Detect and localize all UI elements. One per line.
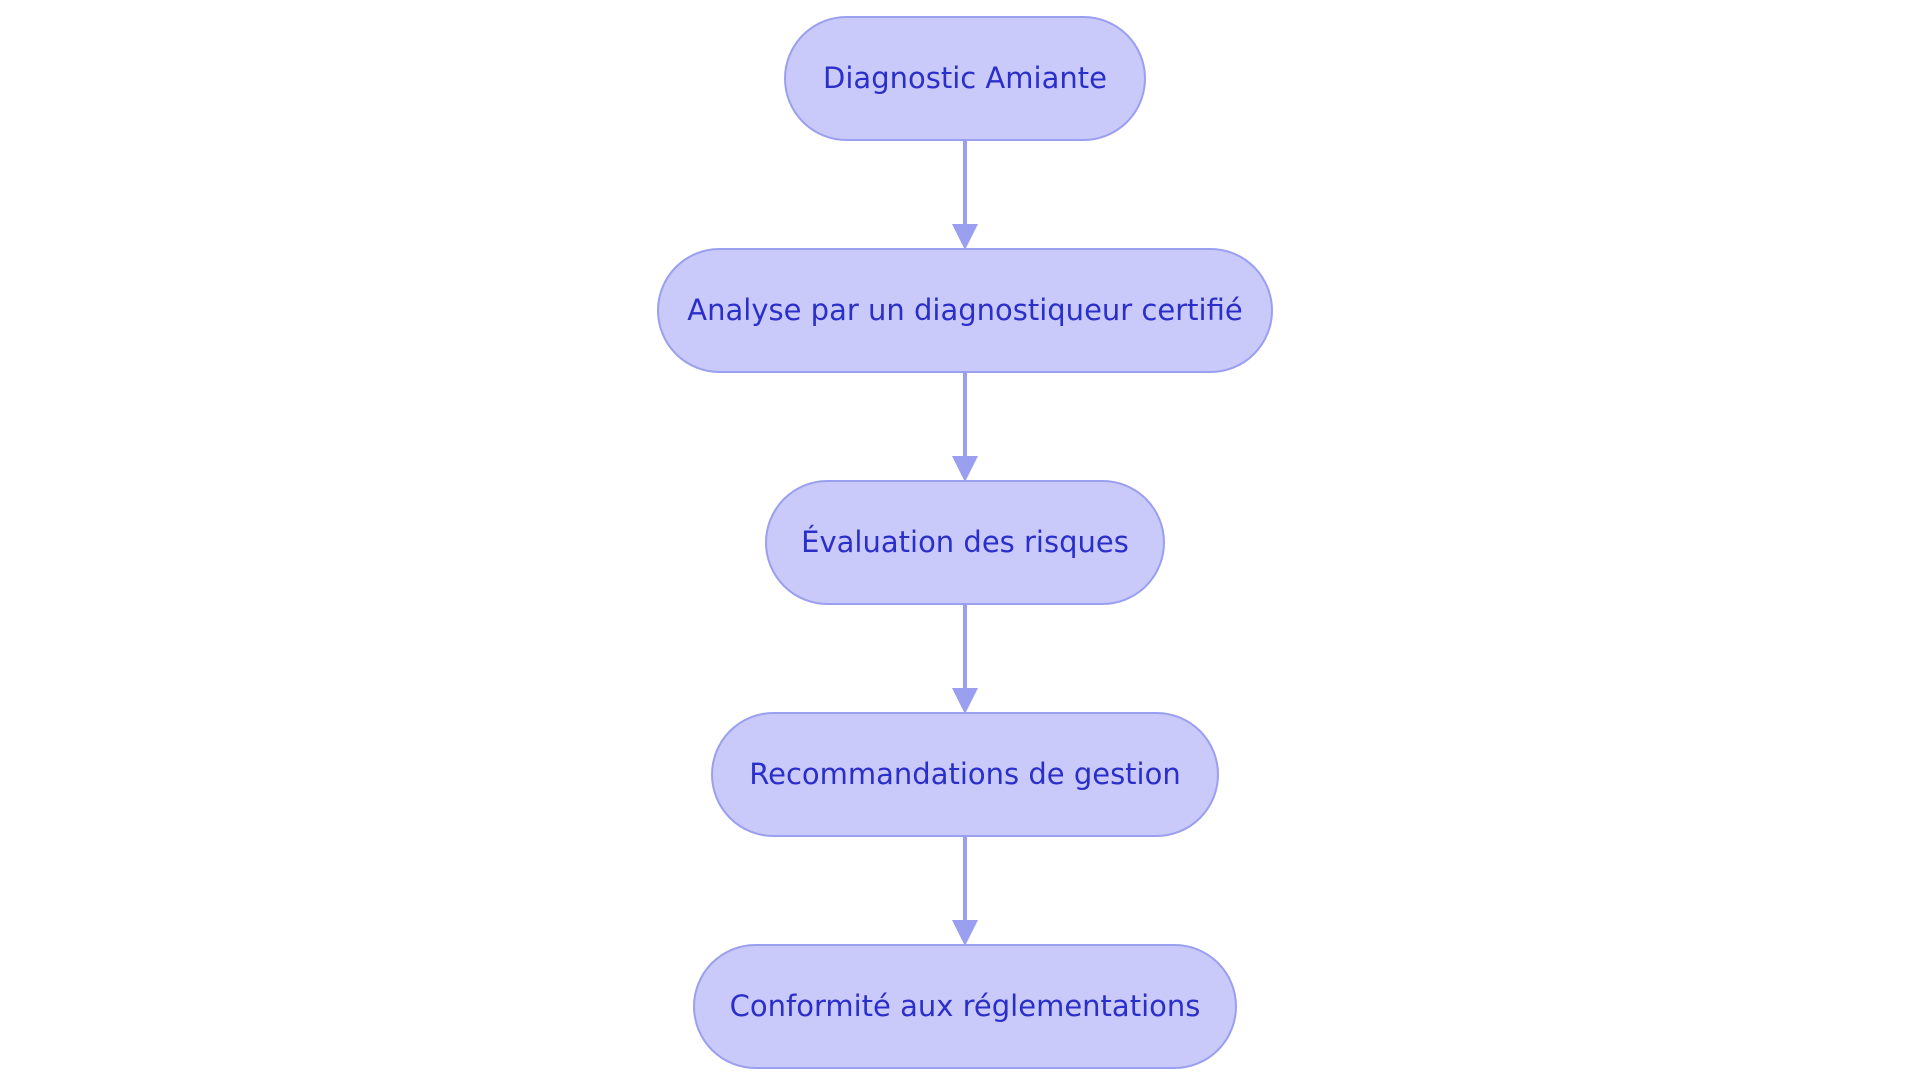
node-label: Diagnostic Amiante bbox=[823, 61, 1107, 95]
nodes: Diagnostic Amiante Analyse par un diagno… bbox=[657, 16, 1273, 1069]
node-analyse-diagnostiqueur[interactable]: Analyse par un diagnostiqueur certifié bbox=[657, 248, 1273, 373]
edge-n3-n4 bbox=[952, 836, 978, 946]
node-shape bbox=[657, 248, 1273, 373]
node-label: Évaluation des risques bbox=[801, 525, 1129, 559]
node-conformite-reglementations[interactable]: Conformité aux réglementations bbox=[693, 944, 1237, 1069]
node-evaluation-risques[interactable]: Évaluation des risques bbox=[765, 480, 1165, 605]
edge-n2-n3 bbox=[952, 604, 978, 714]
arrowhead-icon bbox=[952, 688, 978, 714]
node-label: Analyse par un diagnostiqueur certifié bbox=[687, 293, 1242, 327]
node-shape bbox=[765, 480, 1165, 605]
node-shape bbox=[784, 16, 1146, 141]
node-recommandations-gestion[interactable]: Recommandations de gestion bbox=[711, 712, 1219, 837]
edge-n0-n1 bbox=[952, 140, 978, 250]
arrowhead-icon bbox=[952, 224, 978, 250]
edges bbox=[952, 140, 978, 946]
arrowhead-icon bbox=[952, 920, 978, 946]
node-diagnostic-amiante[interactable]: Diagnostic Amiante bbox=[784, 16, 1146, 141]
node-label: Recommandations de gestion bbox=[749, 757, 1180, 791]
node-shape bbox=[711, 712, 1219, 837]
edge-n1-n2 bbox=[952, 372, 978, 482]
arrowhead-icon bbox=[952, 456, 978, 482]
node-shape bbox=[693, 944, 1237, 1069]
node-label: Conformité aux réglementations bbox=[730, 989, 1201, 1023]
